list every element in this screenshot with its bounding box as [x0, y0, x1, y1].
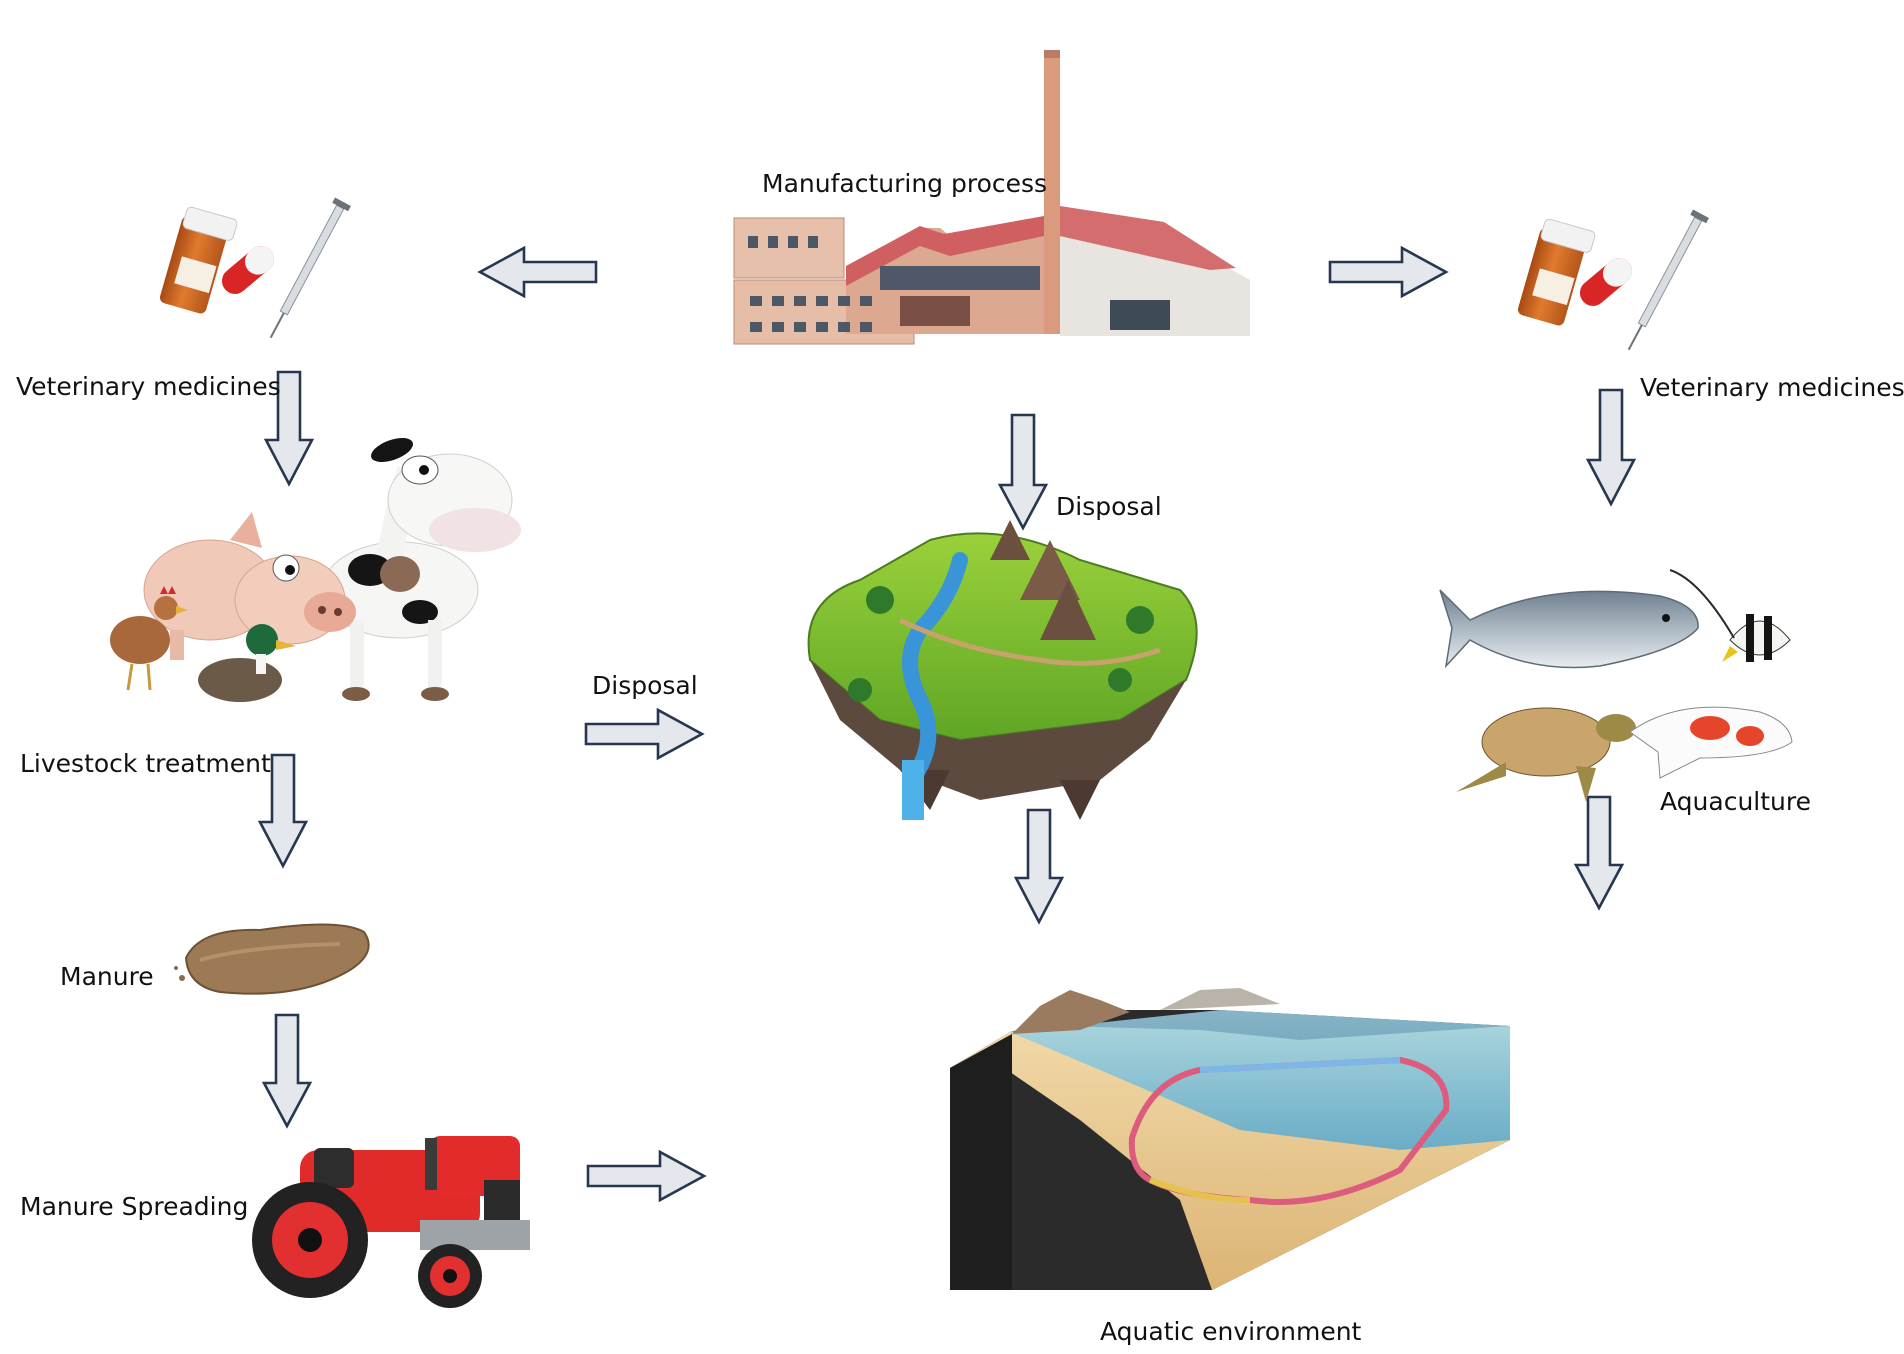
arrow-factory-to-vet-right [1328, 245, 1449, 299]
medicine-bottle-icon [1515, 208, 1710, 355]
arrow-factory-to-vet-left [477, 245, 598, 299]
arrow-manure-to-spreading [261, 1013, 313, 1129]
arrow-spreading-to-aquatic [586, 1149, 707, 1203]
disposal-top-label: Disposal [1056, 492, 1162, 521]
manure-icon [174, 923, 370, 995]
arrow-land-to-aquatic [1013, 808, 1065, 925]
vet-left-label: Veterinary medicines [16, 372, 281, 401]
aquatic-block-icon [950, 988, 1510, 1290]
tractor-icon [252, 1136, 530, 1308]
factory-icon: Manufacturing process [733, 50, 1250, 345]
arrow-aquaculture-to-aquatic [1573, 795, 1625, 911]
medicine-bottle-icon [157, 196, 352, 343]
spreading-label: Manure Spreading [20, 1192, 248, 1221]
aquatic-label: Aquatic environment [1100, 1317, 1362, 1346]
arrow-livestock-to-land [584, 707, 705, 761]
aquaculture-label: Aquaculture [1660, 787, 1811, 816]
livestock-label: Livestock treatment [20, 749, 271, 778]
manufacturing-label: Manufacturing process [762, 169, 1047, 198]
manure-label: Manure [60, 962, 154, 991]
arrow-vet-left-to-livestock [263, 370, 315, 487]
arrow-factory-to-land [997, 413, 1049, 531]
veterinary-medicines-right: Veterinary medicines [1515, 208, 1904, 402]
disposal-left-label: Disposal [592, 671, 698, 700]
arrow-livestock-to-manure [257, 753, 309, 869]
fish-icon [1439, 569, 1793, 802]
veterinary-medicines-left: Veterinary medicines [16, 196, 352, 401]
arrow-vet-right-to-aquaculture [1585, 388, 1637, 507]
livestock-icon [110, 437, 521, 702]
vet-right-label: Veterinary medicines [1640, 373, 1904, 402]
floating-island-icon [807, 520, 1198, 820]
